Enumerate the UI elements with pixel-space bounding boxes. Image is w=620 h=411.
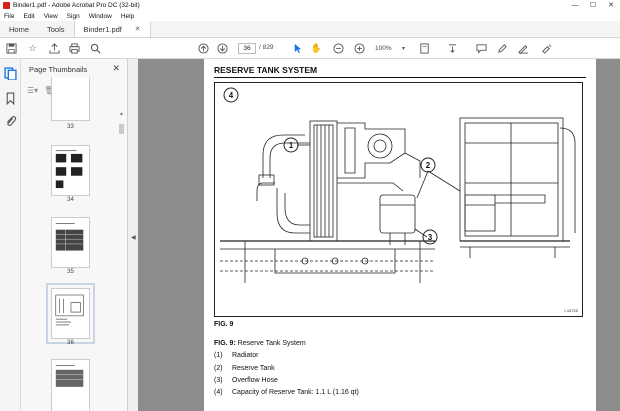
bookmark-star-icon[interactable]: ☆ — [28, 43, 37, 53]
section-title: RESERVE TANK SYSTEM — [214, 65, 318, 75]
thumbnail-label: 34 — [67, 197, 74, 203]
callout-1: 1 — [289, 141, 294, 150]
next-page-icon[interactable] — [216, 42, 229, 55]
tab-tools[interactable]: Tools — [38, 21, 74, 37]
tab-bar: Home Tools Binder1.pdf ✕ — [0, 21, 620, 38]
draw-icon[interactable] — [517, 42, 530, 55]
legend-text: Overflow Hose — [232, 377, 278, 384]
minimize-icon[interactable]: — — [571, 2, 579, 9]
legend-text: Reserve Tank — [232, 365, 275, 372]
search-icon[interactable] — [89, 42, 102, 55]
page-number-input[interactable]: 36 — [238, 43, 256, 54]
section-rule — [214, 77, 586, 78]
save-icon[interactable] — [5, 42, 18, 55]
zoom-out-icon[interactable] — [332, 42, 345, 55]
collapse-panel-icon[interactable]: ◀ — [131, 235, 136, 241]
figure-diagram: 4 1 2 3 I-10722 — [214, 82, 583, 317]
page-count: / 829 — [259, 44, 274, 51]
legend-num: (4) — [214, 389, 223, 396]
legend-prefix: FIG. 9: — [214, 340, 236, 347]
figure-code: I-10722 — [564, 308, 578, 313]
zoom-level[interactable]: 100% — [375, 45, 392, 52]
close-window-icon[interactable]: ✕ — [608, 2, 614, 9]
upload-icon[interactable] — [48, 42, 61, 55]
attachments-icon[interactable] — [4, 115, 17, 128]
menu-view[interactable]: View — [43, 12, 58, 20]
window-controls: — ☐ ✕ — [566, 0, 620, 11]
panel-splitter[interactable]: ◀ — [128, 59, 138, 411]
options-menu-icon[interactable]: ☰▾ — [27, 85, 39, 95]
title-bar: Binder1.pdf - Adobe Acrobat Pro DC (32-b… — [0, 0, 620, 11]
pdf-page: RESERVE TANK SYSTEM — [204, 59, 596, 411]
close-tab-icon[interactable]: ✕ — [134, 26, 141, 33]
menu-file[interactable]: File — [4, 12, 15, 20]
scrollbar-thumb[interactable] — [119, 124, 124, 134]
thumbnail-page[interactable] — [51, 77, 90, 121]
tab-document[interactable]: Binder1.pdf ✕ — [73, 21, 151, 37]
figure-number: 4 — [229, 91, 234, 100]
window-title: Binder1.pdf - Adobe Acrobat Pro DC (32-b… — [13, 2, 140, 9]
comment-icon[interactable] — [475, 42, 488, 55]
legend-item: (2) Reserve Tank — [214, 365, 275, 372]
tab-document-label: Binder1.pdf — [83, 24, 122, 34]
scroll-mode-icon[interactable] — [446, 42, 459, 55]
acrobat-app-icon — [3, 2, 10, 9]
menu-edit[interactable]: Edit — [23, 12, 35, 20]
reserve-tank-drawing: 4 1 2 3 — [220, 87, 576, 283]
thumbnail-label: 33 — [67, 124, 74, 130]
delete-page-icon[interactable]: 🗑 — [44, 85, 55, 95]
legend-num: (2) — [214, 365, 223, 372]
highlight-pen-icon[interactable] — [496, 42, 509, 55]
thumbnail-label: 36 — [67, 340, 74, 346]
tab-tools-label: Tools — [47, 24, 65, 34]
zoom-dropdown-icon[interactable]: ▾ — [401, 46, 405, 52]
previous-page-icon[interactable] — [197, 42, 210, 55]
thumbnail-page-selected[interactable] — [46, 283, 95, 344]
toolbar: ☆ 36 / 829 ✋ 100% ▾ — [0, 38, 620, 59]
callout-2: 2 — [426, 161, 431, 170]
select-cursor-icon[interactable] — [291, 42, 304, 55]
fill-sign-icon[interactable] — [540, 42, 553, 55]
thumbnail-label: 35 — [67, 269, 74, 275]
menu-help[interactable]: Help — [120, 12, 135, 20]
thumbnail-page[interactable] — [51, 217, 90, 268]
figure-caption: FIG. 9 — [214, 321, 234, 328]
document-viewer[interactable]: RESERVE TANK SYSTEM — [138, 59, 620, 411]
menu-bar: File Edit View Sign Window Help — [0, 11, 620, 21]
panel-title: Page Thumbnails — [29, 65, 88, 74]
legend-text: Capacity of Reserve Tank: 1.1 L (1.16 qt… — [232, 389, 359, 396]
print-icon[interactable] — [68, 42, 81, 55]
menu-sign[interactable]: Sign — [66, 12, 80, 20]
tab-home-label: Home — [9, 24, 30, 34]
legend-title: FIG. 9: Reserve Tank System — [214, 340, 306, 347]
legend-num: (3) — [214, 377, 223, 384]
thumbnail-scrollbar[interactable]: ▲ — [119, 111, 124, 411]
zoom-in-icon[interactable] — [353, 42, 366, 55]
left-icon-rail — [0, 59, 21, 411]
tab-home[interactable]: Home — [0, 21, 38, 37]
callout-3: 3 — [428, 233, 433, 242]
page-thumbnails-icon[interactable] — [4, 67, 17, 81]
scroll-up-icon[interactable]: ▲ — [119, 111, 124, 117]
maximize-icon[interactable]: ☐ — [589, 2, 597, 9]
legend-text: Radiator — [232, 352, 259, 359]
thumbnail-page[interactable] — [51, 145, 90, 196]
menu-window[interactable]: Window — [88, 12, 112, 20]
close-panel-icon[interactable]: ✕ — [112, 63, 120, 73]
legend-num: (1) — [214, 352, 223, 359]
thumbnail-page[interactable] — [51, 359, 90, 411]
legend-item: (3) Overflow Hose — [214, 377, 278, 384]
page-fit-icon[interactable] — [418, 42, 431, 55]
legend-item: (1) Radiator — [214, 352, 258, 359]
legend-title-text: Reserve Tank System — [237, 340, 306, 347]
thumbnails-panel: Page Thumbnails ✕ ☰▾ 🗑 ↺ ↻ 33 34 35 — [21, 59, 128, 411]
hand-tool-icon[interactable]: ✋ — [310, 43, 323, 53]
legend-item: (4) Capacity of Reserve Tank: 1.1 L (1.16… — [214, 389, 359, 396]
bookmarks-icon[interactable] — [4, 92, 17, 106]
